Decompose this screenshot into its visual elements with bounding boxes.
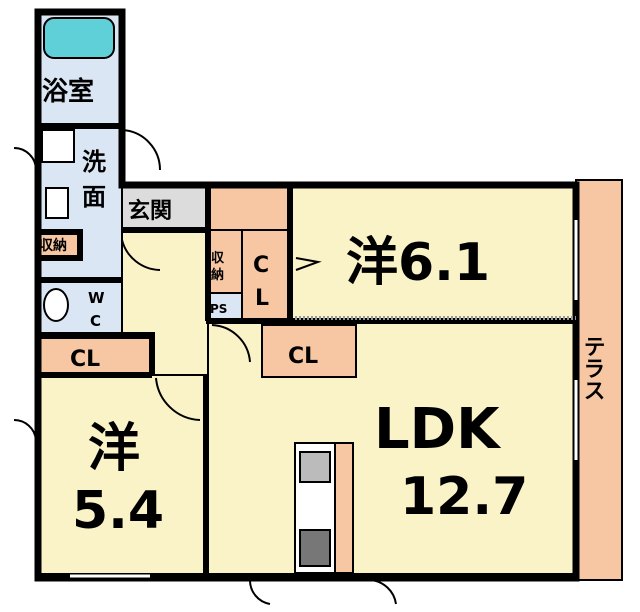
label-bedroom-large-type: 洋: [346, 233, 398, 293]
label-bedroom-large-size: 6.1: [398, 233, 490, 293]
label-closet-bedroom-large-l: L: [255, 286, 269, 311]
closet-top-area: [207, 184, 291, 231]
label-terrace: テラス: [580, 335, 605, 401]
label-closet-bedroom-large-c: C: [253, 253, 269, 278]
kitchen-side: [334, 442, 354, 574]
label-closet-ldk: CL: [288, 344, 318, 369]
label-storage-hall-1: 収: [211, 251, 225, 266]
stove-icon: [299, 529, 331, 567]
washbasin-icon: [45, 187, 69, 219]
label-storage-hall-2: 納: [211, 267, 224, 283]
door-swings: [13, 129, 397, 605]
label-toilet-w: W: [88, 289, 105, 307]
label-storage-small: 収納: [39, 237, 67, 254]
label-ldk-size: 12.7: [400, 467, 528, 527]
bedroom-large-area: [289, 184, 577, 322]
label-pipe-space: PS: [210, 302, 227, 316]
label-bathroom: 浴室: [42, 76, 94, 107]
interior-walls: [38, 123, 576, 578]
storage-hall-area: [207, 229, 243, 294]
bedroom-small-area: [37, 374, 207, 575]
label-entrance: 玄関: [128, 198, 172, 224]
washer-icon: [41, 129, 75, 163]
bathtub: [43, 17, 115, 59]
closet-ldk-area: [261, 324, 357, 378]
sink-icon: [299, 451, 331, 483]
label-washroom-2: 面: [82, 183, 106, 211]
outer-wall: [34, 8, 580, 582]
label-bedroom-small-size: 5.4: [72, 481, 164, 541]
label-closet-bedroom-small: CL: [70, 347, 100, 372]
label-ldk-type: LDK: [374, 397, 502, 462]
label-bedroom-small-type: 洋: [88, 419, 140, 479]
toilet-icon: [43, 288, 69, 322]
label-toilet-c: C: [90, 312, 101, 330]
label-washroom-1: 洗: [82, 148, 106, 176]
